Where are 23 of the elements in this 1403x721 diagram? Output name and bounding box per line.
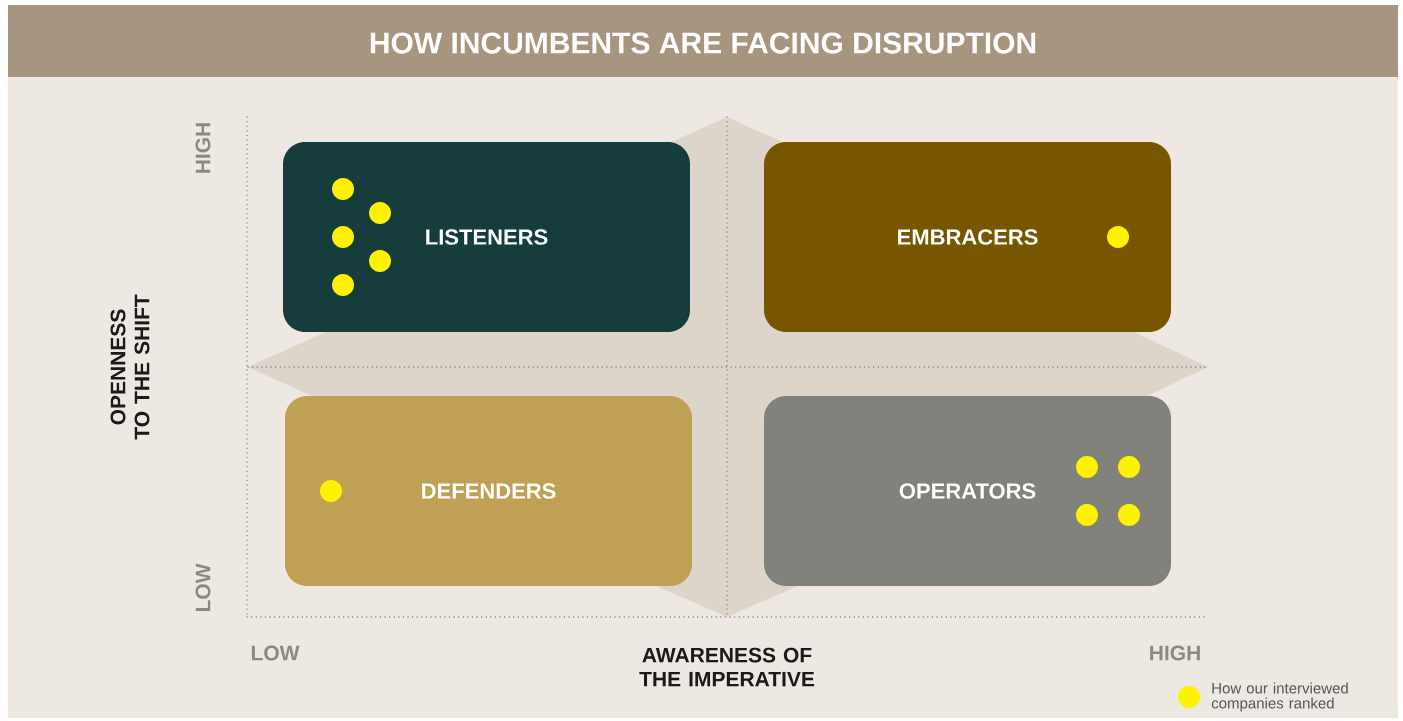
quadrant-box: OPERATORS <box>764 396 1171 586</box>
title-banner: HOW INCUMBENTS ARE FACING DISRUPTION <box>8 5 1398 77</box>
axis-tick-label: HIGH <box>1150 645 1200 661</box>
axis-tick-label: HIGH <box>195 123 211 173</box>
ranking-dot <box>332 226 354 248</box>
quadrant-box: EMBRACERS <box>764 142 1171 332</box>
axis-tick-label: LOW <box>195 563 211 612</box>
ranking-dot <box>1118 504 1140 526</box>
ranking-dot <box>1076 456 1098 478</box>
axis-tick-label: LOW <box>251 645 300 661</box>
axis-title: OPENNESS TO THE SHIFT <box>110 294 150 440</box>
ranking-dot <box>1118 456 1140 478</box>
ranking-dot <box>332 178 354 200</box>
quadrant-box: DEFENDERS <box>285 396 692 586</box>
ranking-dot <box>332 274 354 296</box>
axis-title: AWARENESS OF THE IMPERATIVE <box>639 647 815 687</box>
quadrant-box: LISTENERS <box>283 142 690 332</box>
legend-text: How our interviewed companies ranked <box>1211 682 1348 712</box>
ranking-dot <box>369 250 391 272</box>
ranking-dot <box>1107 226 1129 248</box>
ranking-dot <box>369 202 391 224</box>
ranking-dot <box>320 480 342 502</box>
ranking-dot <box>1076 504 1098 526</box>
